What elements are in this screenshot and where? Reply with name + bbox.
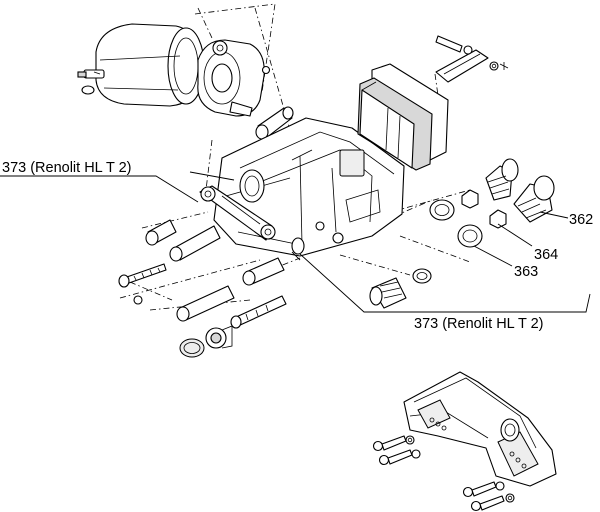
guide-sleeve-lower — [176, 257, 287, 329]
brake-chamber — [77, 23, 205, 107]
bushing-top — [255, 106, 294, 140]
callout-part-363: 363 — [514, 264, 538, 280]
caliper-lever — [199, 185, 276, 241]
callout-part-364: 364 — [534, 247, 558, 263]
seal-boot-middle — [291, 237, 432, 309]
callout-leaders — [0, 149, 591, 313]
guide-bolt-left — [118, 263, 167, 305]
chamber-housing — [197, 39, 271, 117]
callout-lubricant-upper: 373 (Renolit HL T 2) — [2, 160, 132, 176]
seal-rings-left — [179, 325, 233, 358]
brake-pads — [357, 63, 449, 171]
carrier-bracket — [403, 371, 557, 487]
callout-part-362: 362 — [569, 212, 593, 228]
cap-363 — [429, 199, 483, 248]
callout-lubricant-lower: 373 (Renolit HL T 2) — [414, 316, 544, 332]
carrier-bolts — [372, 435, 515, 512]
pad-retainer — [435, 35, 509, 83]
guide-sleeve-upper — [145, 219, 221, 262]
nut-364 — [461, 189, 507, 229]
